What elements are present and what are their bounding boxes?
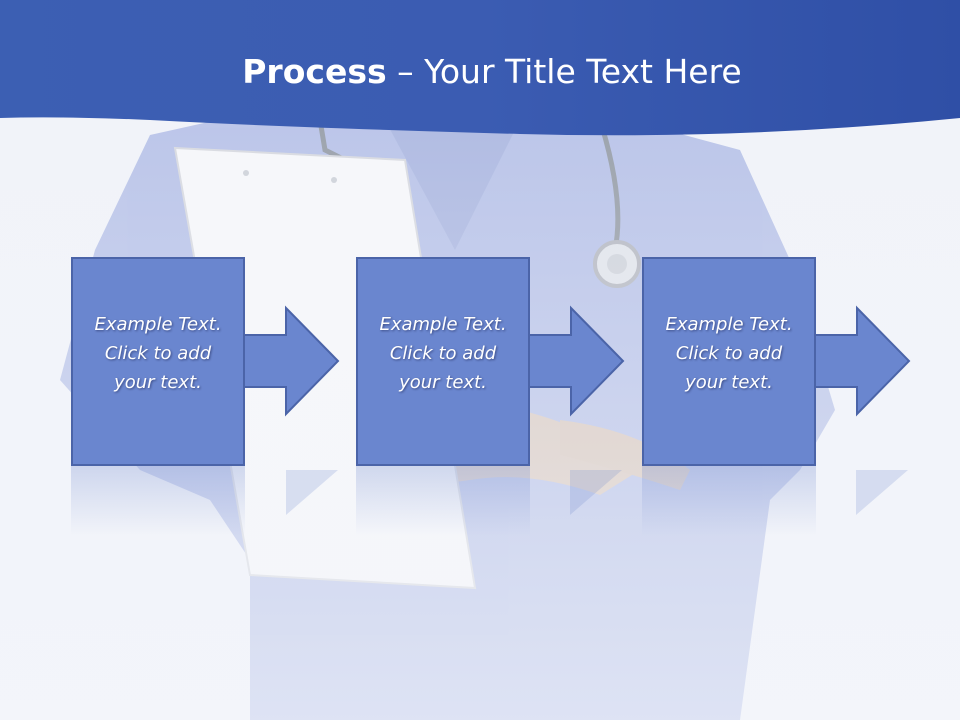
step-1-reflection bbox=[71, 466, 245, 536]
step-3-text[interactable]: Example Text. Click to add your text. bbox=[665, 314, 793, 393]
step-3-shape bbox=[642, 257, 911, 466]
step-3-reflection bbox=[642, 466, 816, 536]
step-2-shape bbox=[356, 257, 625, 466]
slide-title-rest: – Your Title Text Here bbox=[386, 52, 742, 91]
step-1-shape bbox=[71, 257, 340, 466]
step-2-reflection bbox=[356, 466, 530, 536]
step-1-text[interactable]: Example Text. Click to add your text. bbox=[94, 314, 222, 393]
slide-title[interactable]: Process – Your Title Text Here bbox=[0, 52, 960, 91]
step-2-text[interactable]: Example Text. Click to add your text. bbox=[379, 314, 507, 393]
slide-title-bold: Process bbox=[242, 52, 387, 91]
